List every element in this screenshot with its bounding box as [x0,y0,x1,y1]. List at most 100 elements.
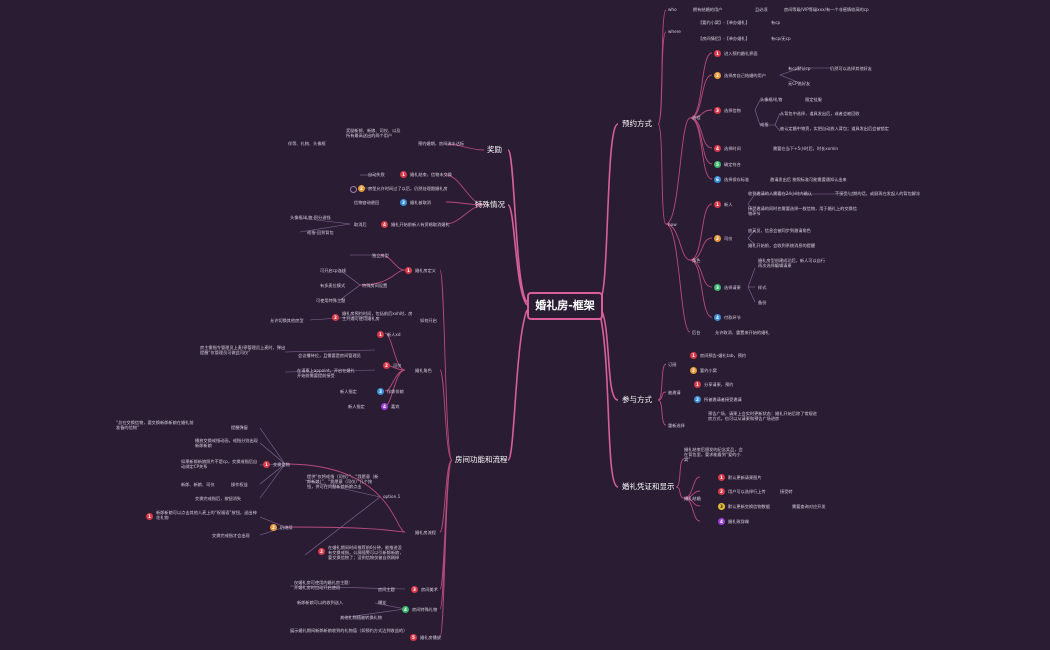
jiangli-item: 伴等、礼物、头像框 [288,141,326,146]
fj-badge: 2 [270,524,277,531]
role-item: 放英员，信息会被同步到邀请角色 [748,228,811,233]
fj-item: 嘉宾 [391,404,400,409]
canyu-chongxin: 重新选择 [668,423,685,428]
fj-badge: 4 [402,606,409,613]
fj-item: 提供“仅将戒指（司仪）”、“我愿意（新郎新娘）”、“我愿意（司仪）”几个按钮，供… [307,474,379,490]
teshu-item: 房型允许时间过了以后，仍然处理跟婚礼房 [368,186,448,191]
flow-item: 邀请发出后 按照标准可能需要通知认出来 [770,177,847,182]
fj-item: option.1 [383,494,401,499]
fj-badge: 3 [377,388,384,395]
teshu-badge: 4 [381,221,388,228]
fj-badge: 1 [377,331,384,338]
flow-item: 选择信物 [724,108,741,113]
houxu-item: 允许取消、重置来开始的婚礼 [715,330,770,335]
pz-badge: 2 [718,488,725,495]
pz-item: 用户可以选择行上传 [728,489,766,494]
canyu-binke: 被邀请 [668,390,681,395]
liucheng-label: 流程 [692,115,701,120]
teshu-item: 婚礼结束，信物未交换 [410,172,452,177]
canyu-rukou: 订阅 [668,362,677,367]
branch-teshu[interactable]: 特殊情况 [475,200,505,209]
branch-fangjian[interactable]: 房间功能和流程 [455,455,508,464]
fj-item: 爆花 [378,600,387,605]
teshu-item: 自动失败 [368,172,385,177]
branch-jiangli[interactable]: 奖励 [487,145,502,154]
collapse-toggle[interactable] [350,186,357,193]
flow-item: 进入预约婚礼界面 [724,51,758,56]
pz-badge: 3 [718,503,725,510]
role-item: 婚礼开始前，会收到系统消息的提醒 [748,243,816,248]
fj-item: “总在交换信物，要交换新郎新娘在婚礼前准备的信物” [116,420,194,431]
canyu-badge: 2 [690,367,697,374]
where-item: 【要约小窝】-【单办婚礼】 [698,20,750,25]
who-item: 房间等级/VIP等级xxx/有一个非感情较高的cp [784,7,869,12]
fj-label: 婚礼房定义 [415,268,436,273]
where-label: where [668,29,681,34]
teshu-badge: 1 [400,171,407,178]
canyu-item: 预告广场、请柬上会实时更新状态：婚礼开始后除了常规进房方式，也可以从请柬和预告广… [708,411,817,422]
pingzheng-desc: 婚礼结束后颁发的纪念奖品，会在背包里，要求能看到“爱的小窝” [684,447,743,463]
fj-badge: 4 [381,403,388,410]
role-badge: 3 [714,284,721,291]
jiaose-label: 角色 [692,258,701,263]
fj-item: 新人xd [387,332,401,337]
teshu-badge: 2 [358,185,365,192]
where-item: 有cp/无cp [771,36,791,41]
canyu-badge: 1 [694,381,701,388]
canyu-item: 分享请柬，预约 [704,382,734,387]
fj-badge: 1 [146,513,153,520]
fj-badge: 2 [332,314,339,321]
step-badge: 6 [714,176,721,183]
fj-item: 房主需指令管理员上麦/停管理员上麦时，弹出提醒“仅管理员可做此司仪” [200,345,286,356]
flow-item: 戒指 [760,122,769,127]
fj-item: 展示婚礼期间新郎新娘收到的礼物值（如预约方式达到收益的） [290,628,408,633]
role-badge: 2 [714,235,721,242]
role-item: 婚礼房型创建成功后，新人可以自行再次选择编辑请柬 [758,258,826,269]
step-badge: 5 [714,161,721,168]
teshu-item: 信物自动退回 [354,200,380,205]
teshu-badge: 3 [400,199,407,206]
flow-item: 选择保存标准 [724,177,750,182]
fj-badge: 3 [411,586,418,593]
fj-badge: 1 [263,461,270,468]
flow-item: 仍然可以选择其他好友 [830,66,872,71]
fj-item: 其他礼物随被转换礼物 [340,615,382,620]
role-item: 备份 [758,300,767,305]
role-label: 司仪 [724,236,733,241]
flow-item: 选择时间 [724,146,741,151]
flow-item: 被认定婚中物资，实把自动放入背包；道具发出后会被锁定 [780,126,889,131]
fj-item: 独立房型 [372,253,389,258]
role-item: 不接受/过期的话，或顾再在发起人的背包解冻 [835,191,921,196]
step-badge: 2 [714,72,721,79]
branch-canyu[interactable]: 参与方式 [622,395,652,404]
flow-item: 有cp默认cp [788,66,811,71]
pz-badge: 4 [718,518,725,525]
where-item: 有cp [771,20,781,25]
role-badge: 1 [714,201,721,208]
fj-item: 可开启cp连线 [320,268,346,273]
fj-item: 交换完戒指才会出现 [212,533,250,538]
fj-label: 婚礼房流程 [415,530,436,535]
branch-yueyue[interactable]: 预约方式 [622,119,652,128]
fj-item: 新人指定 [340,389,357,394]
fj-item: 司仪 [393,363,402,368]
fj-item: 仅婚礼房可使用的婚礼房主题：开婚礼房时自动开启使用 [294,580,353,591]
fj-item: 伴郎伴娘 [387,389,404,394]
fj-badge: 1 [405,267,412,274]
role-item: 样式 [758,285,767,290]
role-label: 付款环节 [724,315,741,320]
fj-item: 提醒弹窗 [231,425,248,430]
teshu-item: 取消后 [354,222,367,227]
branch-pingzheng[interactable]: 婚礼凭证和显示 [622,482,675,491]
fj-item: 如果新郎新娘照片不是cp，交换戒指后自动绑定CP关系 [181,459,258,470]
fj-label: 婚礼角色 [415,368,432,373]
teshu-item: 戒指-回到背包 [307,230,334,235]
fj-item: 新郎新娘可以的收到送入 [297,600,344,605]
fj-item: 新人指定 [348,404,365,409]
root-node[interactable]: 婚礼房-框架 [527,292,603,320]
fj-badge: 2 [318,548,325,555]
canyu-badge: 1 [690,352,697,359]
who-label: who [668,7,677,12]
